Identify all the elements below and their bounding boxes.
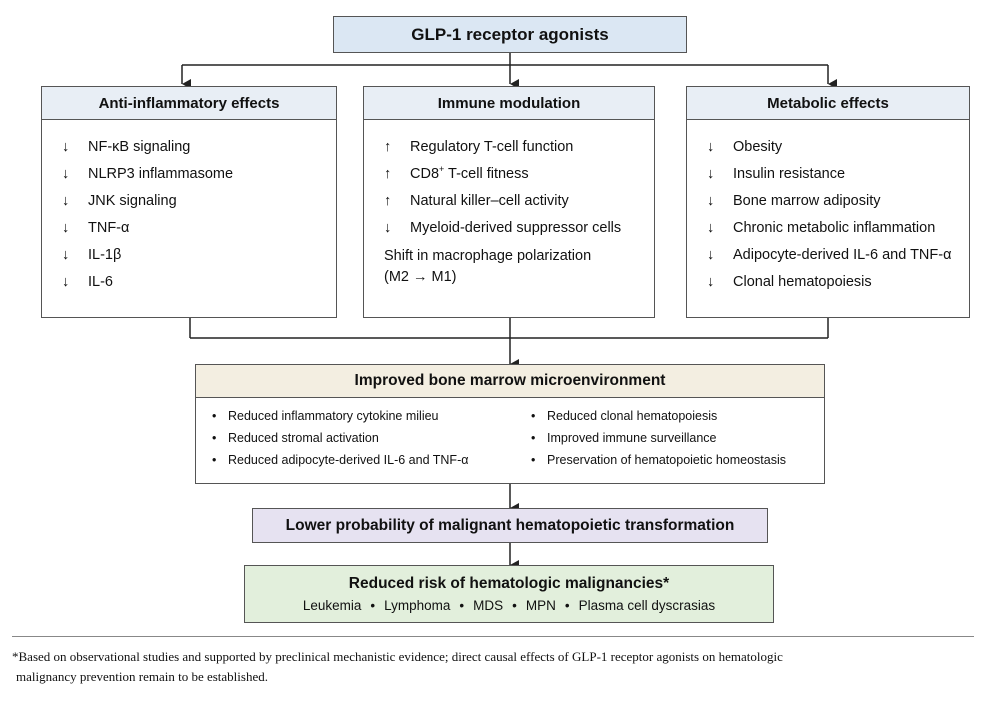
malignancy-item: Lymphoma bbox=[384, 598, 451, 613]
list-item: Improved immune surveillance bbox=[531, 427, 786, 449]
list-item: ↓Myeloid-derived suppressor cells bbox=[384, 220, 622, 236]
risk-title: Reduced risk of hematologic malignancies… bbox=[348, 575, 670, 592]
bullet-separator: • bbox=[370, 598, 376, 613]
list-item: ↑CD8+ T-cell fitness bbox=[384, 164, 529, 182]
list-item: ↓JNK signaling bbox=[62, 193, 177, 209]
list-item: ↑Regulatory T-cell function bbox=[384, 139, 574, 155]
immune-modulation-title: Immune modulation bbox=[364, 87, 654, 120]
bullet-separator: • bbox=[459, 598, 465, 613]
list-item: ↓Clonal hematopoiesis bbox=[707, 274, 872, 290]
risk-box: Reduced risk of hematologic malignancies… bbox=[244, 565, 774, 623]
malignancy-item: Plasma cell dyscrasias bbox=[578, 598, 716, 613]
bone-marrow-box: Improved bone marrow microenvironment Re… bbox=[195, 364, 825, 484]
bone-marrow-right-list: Reduced clonal hematopoiesis Improved im… bbox=[531, 405, 786, 471]
bullet-separator: • bbox=[564, 598, 570, 613]
metabolic-box: Metabolic effects ↓Obesity ↓Insulin resi… bbox=[686, 86, 970, 318]
footnote-line-1: *Based on observational studies and supp… bbox=[12, 649, 783, 664]
list-item: Reduced inflammatory cytokine milieu bbox=[212, 405, 468, 427]
list-item: Reduced stromal activation bbox=[212, 427, 468, 449]
bone-marrow-left-list: Reduced inflammatory cytokine milieu Red… bbox=[212, 405, 468, 471]
macrophage-note: Shift in macrophage polarization (M2 → M… bbox=[384, 248, 592, 285]
list-item: ↓Adipocyte-derived IL-6 and TNF-α bbox=[707, 247, 952, 263]
list-item: ↓Insulin resistance bbox=[707, 166, 846, 182]
list-item: Preservation of hematopoietic homeostasi… bbox=[531, 449, 786, 471]
malignancy-item: MDS bbox=[473, 598, 504, 613]
list-item: ↓Bone marrow adiposity bbox=[707, 193, 881, 209]
list-item: ↓Obesity bbox=[707, 139, 783, 155]
metabolic-list: ↓Obesity ↓Insulin resistance ↓Bone marro… bbox=[687, 120, 969, 296]
bullet-separator: • bbox=[512, 598, 517, 613]
bone-marrow-title: Improved bone marrow microenvironment bbox=[196, 365, 824, 398]
list-item: Reduced clonal hematopoiesis bbox=[531, 405, 786, 427]
malignancy-item: Leukemia bbox=[302, 598, 362, 613]
malignancy-list: Leukemia • Lymphoma • MDS • MPN • Plasma cell dy… bbox=[245, 598, 773, 613]
metabolic-title: Metabolic effects bbox=[687, 87, 969, 120]
immune-modulation-box: Immune modulation ↑Regulatory T-cell fun… bbox=[363, 86, 655, 318]
malignancy-item: MPN bbox=[525, 598, 556, 613]
list-item: ↓IL-6 bbox=[62, 274, 113, 290]
anti-inflammatory-title: Anti-inflammatory effects bbox=[42, 87, 336, 120]
list-item: ↑Natural killer–cell activity bbox=[384, 193, 569, 209]
footnote-divider bbox=[12, 636, 974, 637]
list-item: Reduced adipocyte-derived IL-6 and TNF-α bbox=[212, 449, 468, 471]
list-item: ↓NF-κB signaling bbox=[62, 139, 191, 155]
footnote: *Based on observational studies and supp… bbox=[12, 647, 972, 687]
list-item: ↓IL-1β bbox=[62, 247, 122, 263]
anti-inflammatory-list: ↓NF-κB signaling ↓NLRP3 inflammasome ↓JN… bbox=[42, 120, 336, 296]
glp1-title: GLP-1 receptor agonists bbox=[411, 24, 609, 44]
immune-modulation-list: ↑Regulatory T-cell function ↑CD8+ T-cell… bbox=[364, 120, 654, 242]
anti-inflammatory-box: Anti-inflammatory effects ↓NF-κB signali… bbox=[41, 86, 337, 318]
list-item: ↓TNF-α bbox=[62, 220, 130, 236]
list-item: ↓NLRP3 inflammasome bbox=[62, 166, 234, 182]
transformation-title: Lower probability of malignant hematopoi… bbox=[285, 516, 735, 534]
transformation-box: Lower probability of malignant hematopoi… bbox=[252, 508, 768, 543]
list-item: ↓Chronic metabolic inflammation bbox=[707, 220, 936, 236]
glp1-title-box: GLP-1 receptor agonists bbox=[333, 16, 687, 53]
footnote-line-2: malignancy prevention remain to be estab… bbox=[16, 669, 268, 684]
